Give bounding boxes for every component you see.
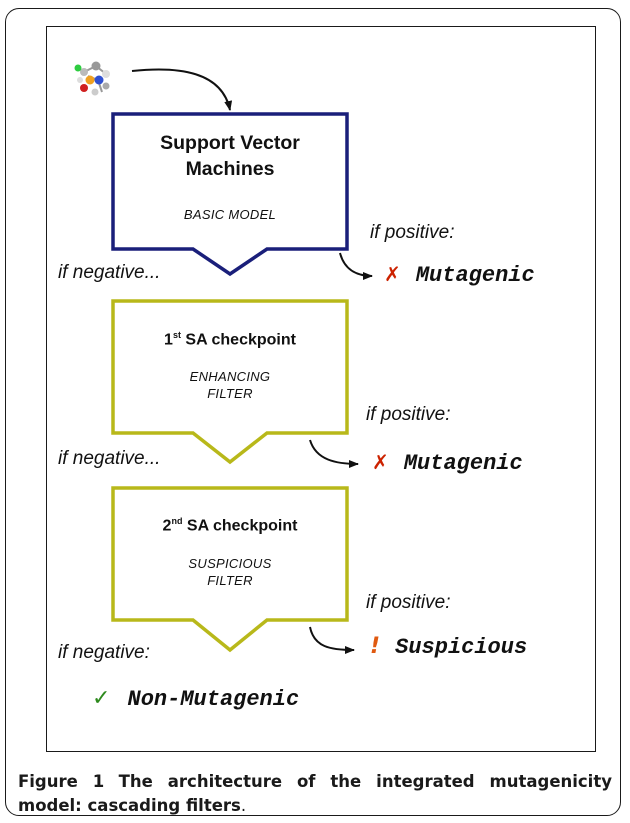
positive-arrow-1 bbox=[339, 252, 373, 280]
result-mutagenic-1: ✗ Mutagenic bbox=[384, 262, 535, 288]
if-positive-label-3: if positive: bbox=[366, 592, 451, 613]
result-mutagenic-2: ✗ Mutagenic bbox=[372, 450, 523, 476]
exclamation-icon: ! bbox=[370, 634, 381, 659]
sa-checkpoint-2-subtitle: SUSPICIOUS FILTER bbox=[188, 556, 272, 588]
if-negative-label-1: if negative... bbox=[58, 262, 161, 283]
if-positive-label-2: if positive: bbox=[366, 404, 451, 425]
sa-checkpoint-2-box bbox=[111, 486, 349, 653]
if-positive-label-1: if positive: bbox=[370, 222, 455, 243]
sa-checkpoint-1-subtitle: ENHANCING FILTER bbox=[189, 369, 271, 401]
if-negative-label-2: if negative... bbox=[58, 448, 161, 469]
figure-caption: Figure 1 The architecture of the integra… bbox=[18, 770, 612, 818]
check-icon: ✓ bbox=[92, 686, 111, 711]
positive-arrow-2 bbox=[309, 439, 359, 468]
molecule-icon bbox=[74, 61, 110, 96]
svm-box bbox=[111, 112, 349, 277]
figure-frame bbox=[5, 8, 621, 816]
sa-checkpoint-1-title: 1st SA checkpoint bbox=[164, 330, 296, 349]
svm-title: Support Vector Machines bbox=[160, 132, 300, 180]
result-non-mutagenic: ✓ Non-Mutagenic bbox=[92, 686, 300, 712]
positive-arrow-3 bbox=[309, 626, 355, 654]
cross-icon: ✗ bbox=[384, 262, 401, 286]
result-suspicious: ! Suspicious bbox=[370, 634, 528, 660]
sa-checkpoint-1-box bbox=[111, 299, 349, 465]
sa-checkpoint-2-title: 2nd SA checkpoint bbox=[162, 516, 298, 535]
if-negative-label-3: if negative: bbox=[58, 642, 150, 663]
figure-label: Figure 1 bbox=[18, 772, 105, 791]
input-arrow bbox=[131, 68, 233, 111]
figure-caption-text: The architecture of the integrated mutag… bbox=[18, 772, 612, 815]
svm-subtitle: BASIC MODEL bbox=[183, 207, 277, 222]
cross-icon: ✗ bbox=[372, 450, 389, 474]
figure-caption-end: . bbox=[240, 796, 247, 815]
